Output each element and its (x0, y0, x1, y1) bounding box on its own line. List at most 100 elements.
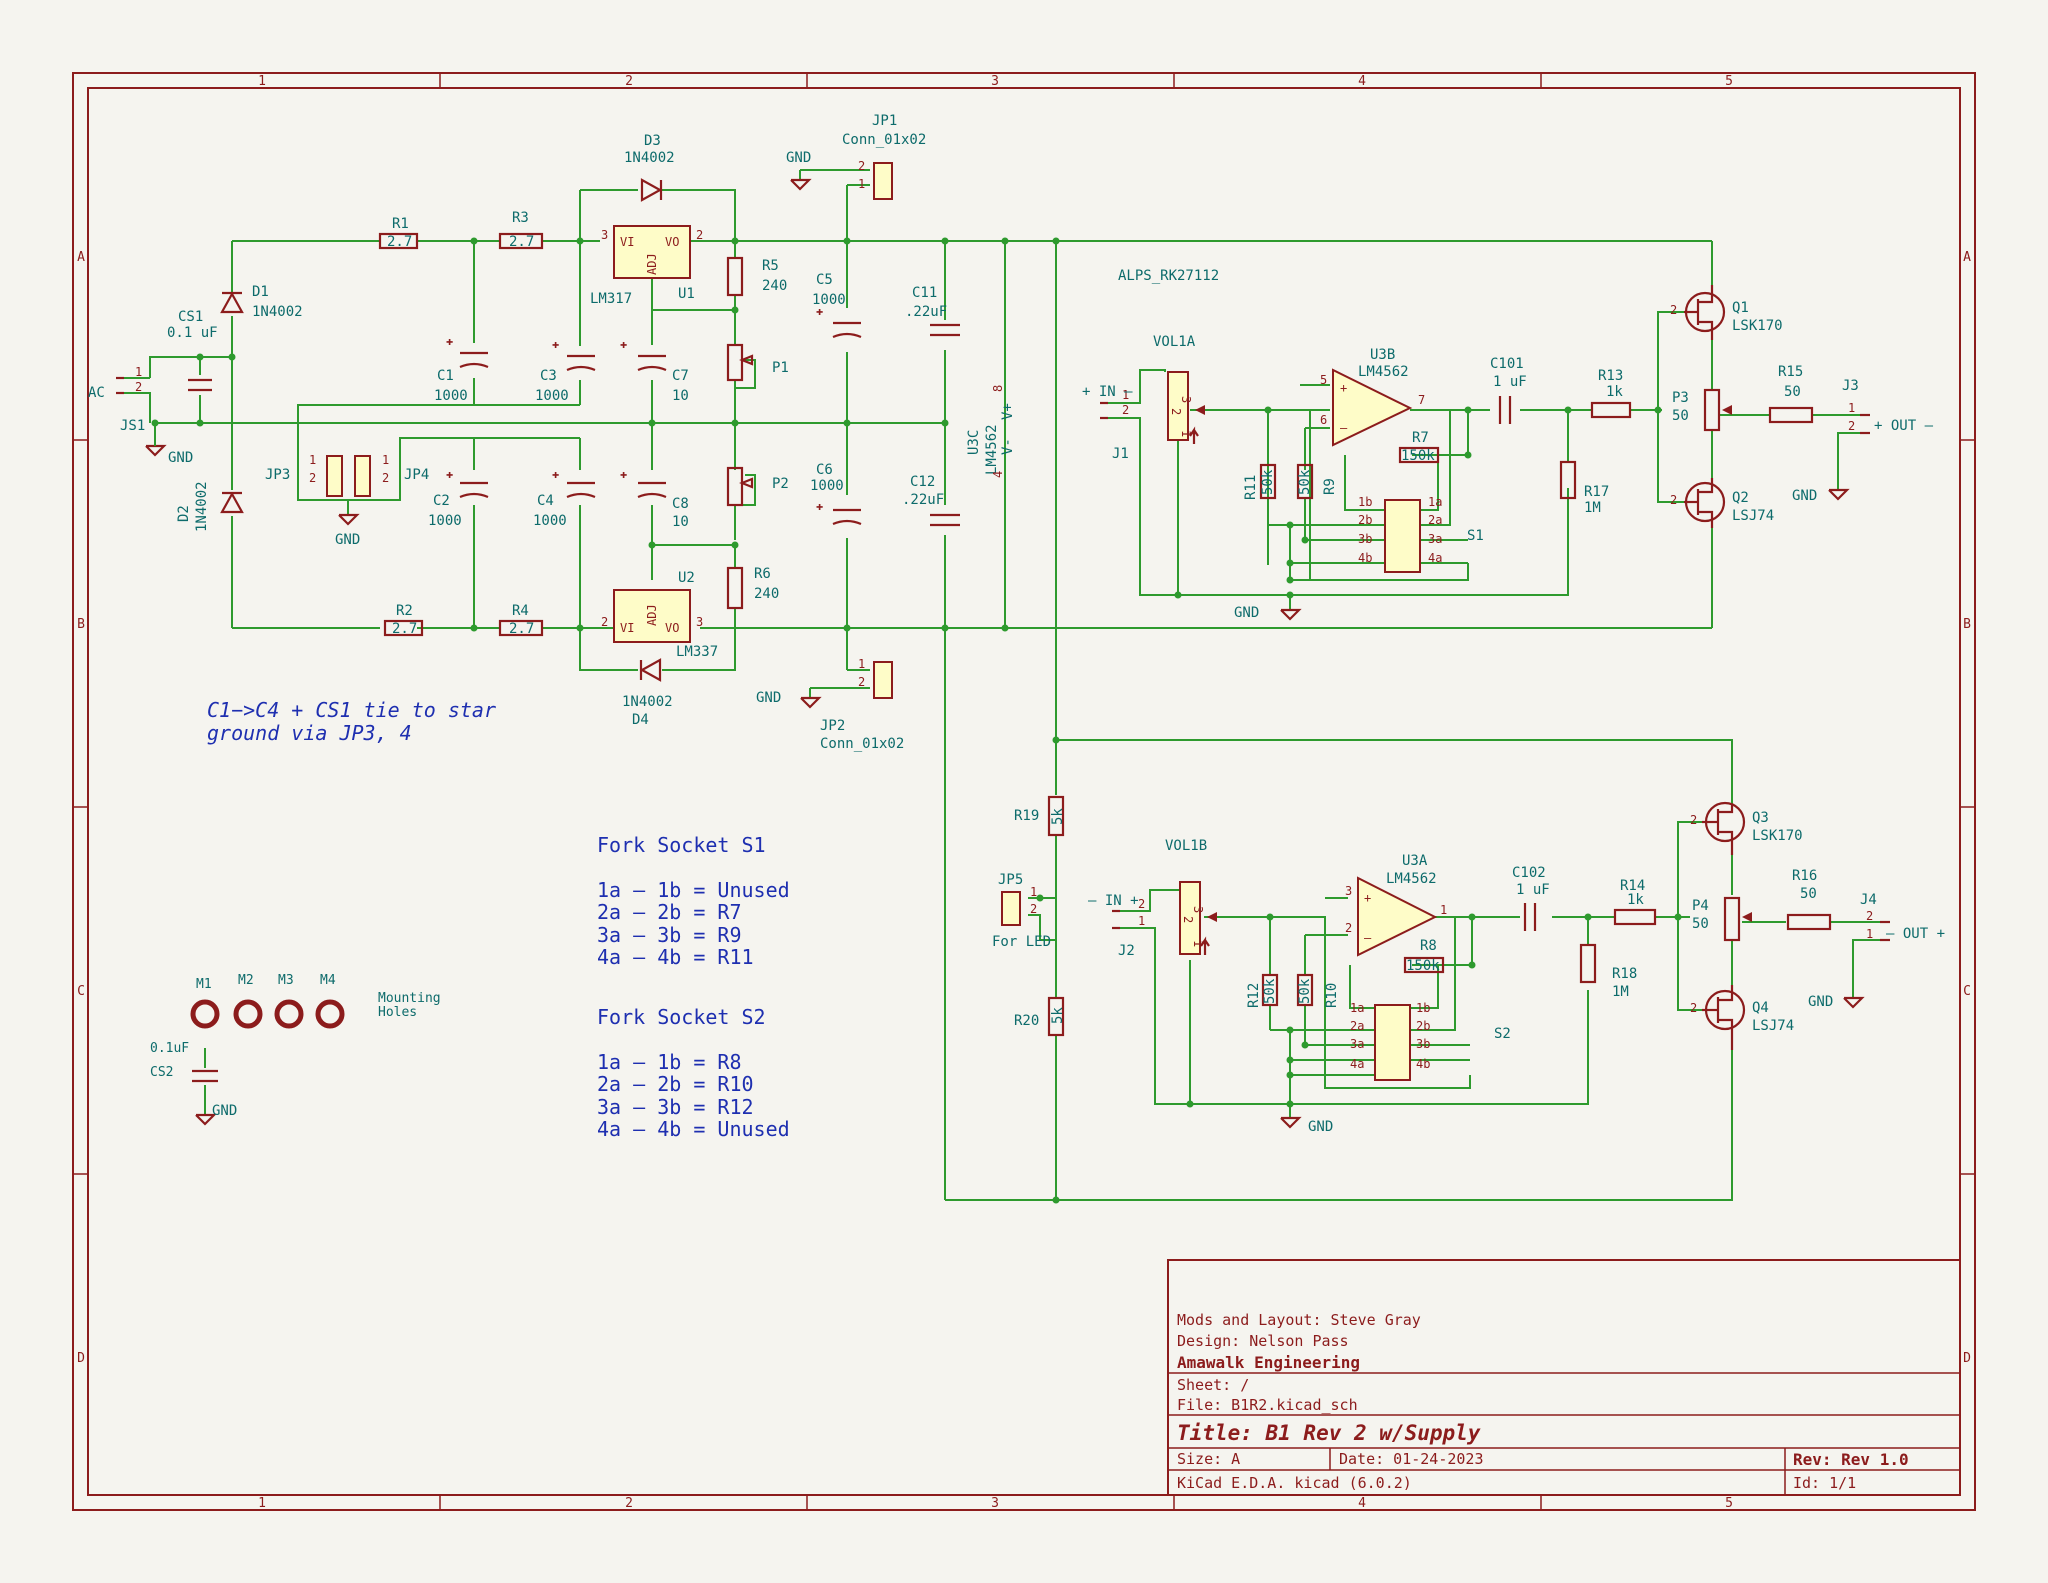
potentiometer-p3[interactable]: P3 50 (1672, 388, 1732, 432)
potentiometer-p2[interactable]: P2 (726, 466, 789, 507)
company-name: Amawalk Engineering (1177, 1353, 1360, 1372)
resistor-r3[interactable]: R3 2.7 (498, 210, 544, 250)
resistor-r1[interactable]: R1 2.7 (378, 216, 419, 250)
capacitor-c1[interactable]: ✚ C1 1000 (434, 334, 489, 404)
pin-number: 1 (1848, 401, 1855, 415)
ref-label: R6 (754, 566, 771, 582)
connector-jp2[interactable]: 1 2 JP2 Conn_01x02 (820, 657, 904, 752)
pin-number: 6 (1320, 413, 1327, 427)
col-label: 4 (1358, 1496, 1366, 1511)
regulator-u2[interactable]: VI VO ADJ 2 3 U2 LM337 (601, 570, 718, 660)
ref-label: R17 (1584, 484, 1609, 500)
border-column-labels: 1 2 3 4 5 1 2 3 4 5 (258, 74, 1733, 1511)
opamp-u3c-power[interactable]: U3C LM4562 V- V+ 8 4 (966, 385, 1016, 478)
capacitor-c4[interactable]: ✚ C4 1000 (533, 467, 596, 529)
resistor-r16[interactable]: R16 50 (1786, 868, 1832, 931)
value-label: 0.1uF (150, 1041, 189, 1056)
capacitor-c7[interactable]: ✚ C7 10 (620, 337, 689, 404)
capacitor-c102[interactable]: C102 1 uF (1512, 865, 1550, 931)
connector-jp5[interactable]: 1 2 JP5 For LED (992, 872, 1051, 950)
resistor-r10[interactable]: R10 50k (1296, 973, 1340, 1008)
resistor-r15[interactable]: R15 50 (1768, 364, 1814, 424)
jfet-q1[interactable]: 2 Q1 LSK170 (1670, 285, 1783, 340)
value-label: 1N4002 (252, 304, 303, 320)
jfet-q3[interactable]: 2 Q3 LSK170 (1690, 801, 1803, 855)
volume-pot-vol1a[interactable]: 3 2 1 VOL1A (1153, 334, 1205, 444)
mounting-label: Mounting (378, 991, 441, 1006)
input-jack-j1[interactable]: 1 2 + IN – J1 (1082, 384, 1133, 462)
gnd-symbol: GND (786, 150, 812, 191)
resistor-r19[interactable]: R19 5k (1014, 795, 1066, 837)
regulator-u1[interactable]: VI VO ADJ 3 2 LM317 U1 (590, 225, 703, 307)
resistor-r2[interactable]: R2 2.7 (383, 603, 424, 637)
gnd-symbol: GND (195, 1103, 237, 1126)
value-label: 50 (1800, 886, 1817, 902)
resistor-r9[interactable]: R9 50k (1296, 463, 1338, 500)
resistor-r17[interactable]: R17 1M (1559, 460, 1609, 516)
resistor-r4[interactable]: R4 2.7 (498, 603, 544, 637)
value-label: – OUT + (1886, 926, 1945, 942)
value-label: .22uF (902, 492, 944, 508)
resistor-r7[interactable]: R7 150k (1398, 430, 1440, 464)
capacitor-cs2[interactable]: 0.1uF CS2 (150, 1041, 218, 1083)
pin-number: 4 (991, 471, 1005, 478)
volume-pot-vol1b[interactable]: 3 2 1 VOL1B (1165, 838, 1217, 955)
output-jack-j3[interactable]: 1 2 J3 + OUT – (1842, 378, 1934, 435)
connector-js1[interactable]: 1 2 AC JS1 (88, 365, 145, 434)
capacitor-c11[interactable]: C11 .22uF (905, 285, 960, 337)
potentiometer-p4[interactable]: P4 50 (1692, 896, 1752, 942)
jfet-q2[interactable]: 2 Q2 LSJ74 (1670, 478, 1774, 528)
jumper-jp3[interactable]: JP3 1 2 (265, 453, 343, 497)
value-label: LSJ74 (1732, 508, 1774, 524)
resistor-r6[interactable]: R6 240 (726, 566, 779, 610)
ref-label: JP5 (998, 872, 1023, 888)
capacitor-c101[interactable]: C101 1 uF (1490, 356, 1527, 424)
ref-label: Q3 (1752, 810, 1769, 826)
resistor-r14[interactable]: R14 1k (1613, 878, 1657, 926)
opamp-u3a[interactable]: + – 3 2 1 U3A LM4562 (1345, 853, 1447, 957)
resistor-r12[interactable]: R12 50k (1246, 973, 1279, 1008)
value-label: 2.7 (387, 234, 412, 250)
pin-label: 4b (1416, 1057, 1430, 1071)
resistor-r20[interactable]: R20 5k (1014, 996, 1066, 1037)
capacitor-c5[interactable]: ✚ C5 1000 (812, 272, 862, 339)
pin-number: 2 (1690, 1001, 1697, 1015)
ref-label: M3 (278, 973, 294, 988)
resistor-r11[interactable]: R11 50k (1243, 463, 1277, 500)
resistor-r8[interactable]: R8 150k (1403, 938, 1445, 974)
pin-number: 3 (1345, 884, 1352, 898)
value-label: 1000 (810, 478, 844, 494)
diode-d4[interactable]: 1N4002 D4 (622, 658, 673, 728)
gnd-label: GND (1234, 605, 1259, 621)
capacitor-cs1[interactable]: CS1 0.1 uF (167, 309, 218, 392)
connector-jp1[interactable]: 2 1 JP1 Conn_01x02 (842, 113, 926, 200)
diode-d2[interactable]: D2 1N4002 (176, 481, 244, 532)
pin-label: 1b (1416, 1001, 1430, 1015)
col-label: 1 (258, 1496, 266, 1511)
capacitor-c8[interactable]: ✚ C8 10 (620, 467, 689, 530)
value-label: 1M (1612, 984, 1629, 1000)
capacitor-c6[interactable]: ✚ C6 1000 (810, 462, 862, 526)
resistor-r18[interactable]: R18 1M (1579, 943, 1637, 1000)
pin-number: 7 (1418, 393, 1425, 407)
potentiometer-p1[interactable]: P1 (726, 343, 789, 382)
capacitor-c3[interactable]: ✚ C3 1000 (535, 337, 596, 404)
capacitor-c2[interactable]: ✚ C2 1000 (428, 467, 489, 529)
output-jack-j4[interactable]: 2 1 J4 – OUT + (1860, 892, 1945, 942)
row-label: B (77, 617, 85, 632)
diode-d1[interactable]: D1 1N4002 (220, 284, 303, 320)
fork-socket-s2[interactable]: 1a 2a 3a 4a 1b 2b 3b 4b S2 (1350, 1001, 1511, 1081)
value-label: LM317 (590, 291, 632, 307)
ref-label: C4 (537, 493, 554, 509)
resistor-r13[interactable]: R13 1k (1590, 368, 1632, 419)
fork-socket-s1[interactable]: 1b 2b 3b 4b 1a 2a 3a 4a S1 (1358, 495, 1484, 573)
diode-d3[interactable]: D3 1N4002 (624, 133, 675, 202)
resistor-r5[interactable]: R5 240 (726, 256, 787, 297)
jfet-q4[interactable]: 2 Q4 LSJ74 (1690, 985, 1794, 1050)
value-label: LM4562 (1358, 364, 1409, 380)
capacitor-c12[interactable]: C12 .22uF (902, 474, 960, 527)
input-jack-j2[interactable]: 2 1 – IN + J2 (1088, 893, 1145, 959)
pin-vi: VI (620, 621, 634, 635)
opamp-u3b[interactable]: + – 5 6 7 U3B LM4562 (1320, 347, 1425, 447)
jumper-jp4[interactable]: JP4 1 2 (354, 453, 429, 497)
